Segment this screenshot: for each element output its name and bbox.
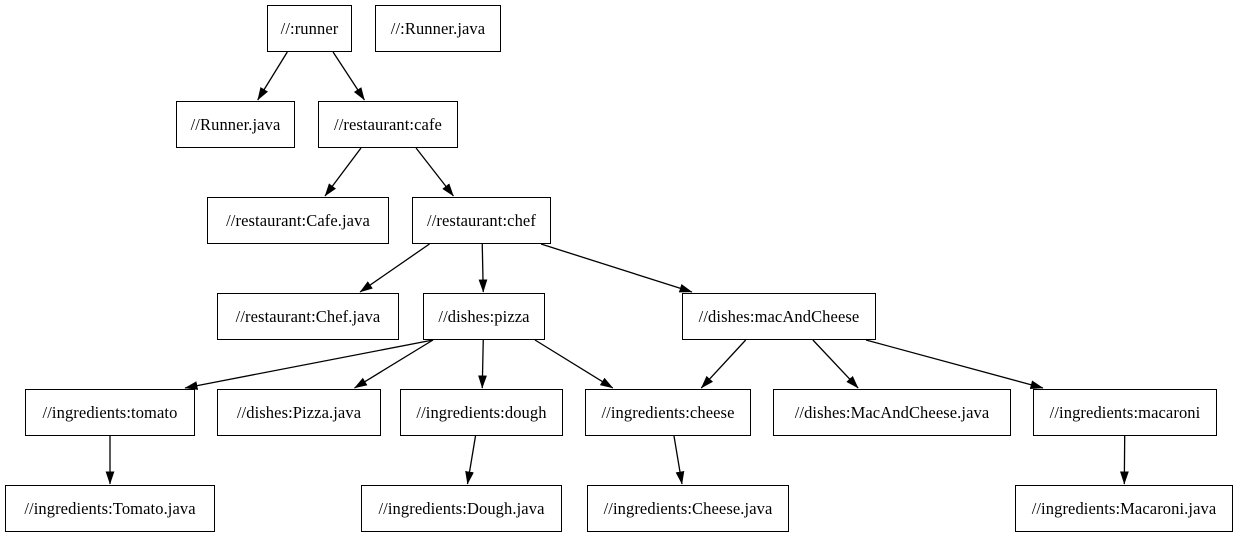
graph-node-label: //restaurant:cafe <box>334 114 442 134</box>
graph-node-label: //ingredients:cheese <box>601 402 735 422</box>
graph-node-cafe_java: //restaurant:Cafe.java <box>207 197 389 244</box>
graph-node-dough_java: //ingredients:Dough.java <box>361 485 562 532</box>
edge-pizza-cheese <box>534 339 614 389</box>
edge-mac-cheese <box>700 339 747 389</box>
graph-node-chef_java: //restaurant:Chef.java <box>217 293 399 340</box>
graph-node-runner: //:runner <box>267 5 352 52</box>
edge-pizza-tomato <box>184 339 434 390</box>
graph-node-macaroni_java: //ingredients:Macaroni.java <box>1015 485 1233 532</box>
graph-node-label: //restaurant:chef <box>427 210 536 230</box>
graph-node-label: //:runner <box>280 18 339 38</box>
edge-runner-cafe <box>332 51 365 101</box>
graph-node-mac_java: //dishes:MacAndCheese.java <box>773 389 1011 436</box>
graph-node-tomato: //ingredients:tomato <box>25 389 195 436</box>
graph-node-tomato_java: //ingredients:Tomato.java <box>5 485 215 532</box>
graph-node-label: //ingredients:dough <box>416 402 547 422</box>
graph-node-label: //ingredients:tomato <box>42 402 178 422</box>
edge-cafe-chef <box>415 147 454 197</box>
graph-node-label: //ingredients:Cheese.java <box>603 498 773 518</box>
edge-dough-dough_java <box>465 435 477 485</box>
edge-mac-macaroni <box>865 339 1044 389</box>
graph-node-cafe: //restaurant:cafe <box>318 101 458 148</box>
edge-cheese-cheese_java <box>673 435 685 485</box>
graph-node-pizza_java: //dishes:Pizza.java <box>217 389 381 436</box>
edge-chef-pizza <box>478 243 488 293</box>
graph-node-runner_java_root: //:Runner.java <box>375 5 501 52</box>
graph-node-runner_java: //Runner.java <box>176 101 295 148</box>
graph-node-label: //restaurant:Chef.java <box>235 306 381 326</box>
graph-node-macaroni: //ingredients:macaroni <box>1033 389 1217 436</box>
edge-cafe-cafe_java <box>324 147 362 197</box>
edge-chef-mac <box>540 243 693 293</box>
edge-runner-runner_java <box>257 51 288 101</box>
graph-node-label: //ingredients:Macaroni.java <box>1031 498 1217 518</box>
graph-node-label: //dishes:pizza <box>438 306 530 326</box>
graph-node-label: //ingredients:Tomato.java <box>24 498 196 518</box>
graph-node-cheese: //ingredients:cheese <box>585 389 751 436</box>
graph-node-label: //ingredients:macaroni <box>1049 402 1201 422</box>
graph-node-label: //ingredients:Dough.java <box>378 498 545 518</box>
graph-node-label: //:Runner.java <box>390 18 486 38</box>
graph-node-pizza: //dishes:pizza <box>423 293 545 340</box>
edge-mac-mac_java <box>812 339 859 389</box>
edge-pizza-pizza_java <box>354 339 434 389</box>
graph-node-chef: //restaurant:chef <box>412 197 551 244</box>
edge-pizza-dough <box>478 339 487 389</box>
graph-node-cheese_java: //ingredients:Cheese.java <box>587 485 789 532</box>
graph-node-dough: //ingredients:dough <box>400 389 563 436</box>
edge-chef-chef_java <box>359 243 430 293</box>
graph-node-mac: //dishes:macAndCheese <box>682 293 876 340</box>
graph-node-label: //restaurant:Cafe.java <box>226 210 370 230</box>
graph-node-label: //dishes:Pizza.java <box>236 402 362 422</box>
graph-node-label: //dishes:MacAndCheese.java <box>794 402 990 422</box>
graph-node-label: //Runner.java <box>190 114 281 134</box>
graph-node-label: //dishes:macAndCheese <box>698 306 860 326</box>
